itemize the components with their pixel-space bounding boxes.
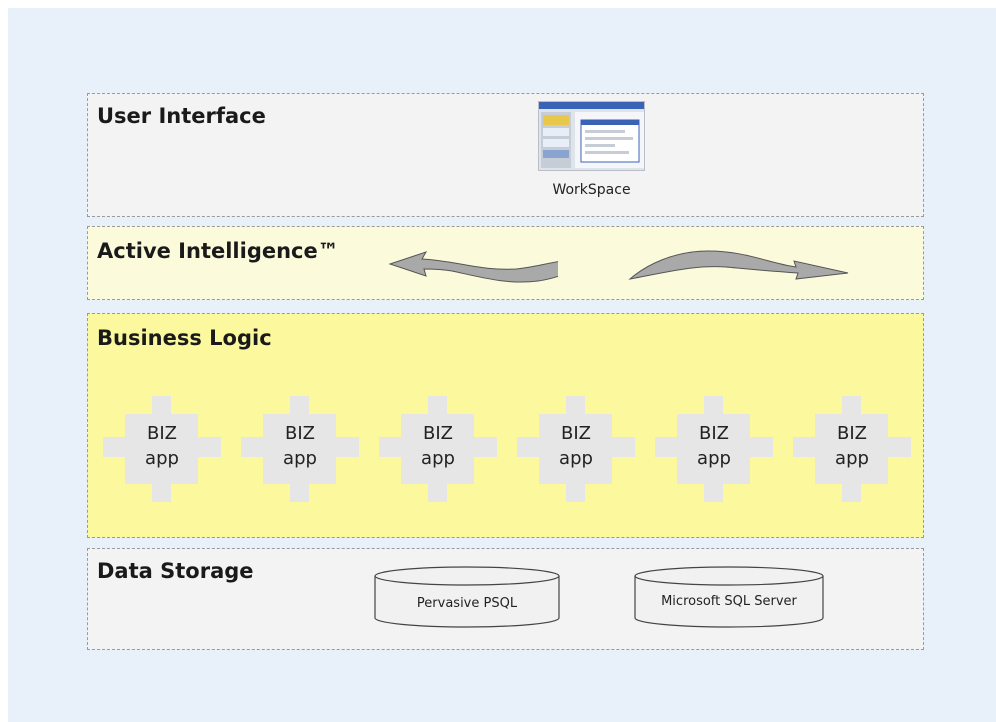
puzzle-piece-icon: [517, 396, 635, 502]
biz-app-puzzle: BIZ app: [379, 396, 497, 502]
data-storage-title: Data Storage: [97, 559, 254, 583]
biz-app-label-line2: app: [421, 448, 455, 469]
biz-app-puzzle: BIZ app: [103, 396, 221, 502]
puzzle-piece-icon: [655, 396, 773, 502]
microsoft-sql-server-database: Microsoft SQL Server: [634, 566, 824, 628]
active-intelligence-title: Active Intelligence™: [97, 239, 339, 263]
workspace-screenshot-icon: [538, 101, 645, 171]
user-interface-title: User Interface: [97, 104, 266, 128]
puzzle-piece-icon: [241, 396, 359, 502]
database-cylinder-icon: [374, 566, 560, 628]
right-curved-arrow-icon: [628, 250, 849, 280]
biz-app-label-line1: BIZ: [699, 423, 729, 444]
database-cylinder-icon: [634, 566, 824, 628]
biz-app-puzzle: BIZ app: [241, 396, 359, 502]
biz-app-label-line2: app: [559, 448, 593, 469]
database-label: Microsoft SQL Server: [661, 594, 797, 609]
biz-app-label-line1: BIZ: [147, 423, 177, 444]
biz-app-label-line1: BIZ: [561, 423, 591, 444]
biz-app-puzzle: BIZ app: [793, 396, 911, 502]
puzzle-piece-icon: [103, 396, 221, 502]
biz-app-label-line2: app: [697, 448, 731, 469]
pervasive-psql-database: Pervasive PSQL: [374, 566, 560, 628]
active-intelligence-layer: Active Intelligence™: [87, 226, 924, 300]
data-storage-layer: Data Storage Pervasive PSQL Microsoft SQ…: [87, 548, 924, 650]
business-logic-title: Business Logic: [97, 326, 272, 350]
biz-app-puzzle: BIZ app: [655, 396, 773, 502]
biz-app-label-line1: BIZ: [285, 423, 315, 444]
biz-app-puzzle: BIZ app: [517, 396, 635, 502]
puzzle-piece-icon: [793, 396, 911, 502]
business-logic-layer: Business Logic BIZ app BIZ app BIZ app B…: [87, 313, 924, 538]
left-curved-arrow-icon: [388, 251, 558, 283]
workspace-label: WorkSpace: [552, 182, 631, 198]
database-label: Pervasive PSQL: [416, 596, 518, 611]
biz-app-label-line2: app: [283, 448, 317, 469]
biz-app-label-line2: app: [145, 448, 179, 469]
puzzle-piece-icon: [379, 396, 497, 502]
biz-app-label-line1: BIZ: [423, 423, 453, 444]
biz-app-label-line1: BIZ: [837, 423, 867, 444]
user-interface-layer: User Interface WorkSpace: [87, 93, 924, 217]
biz-app-label-line2: app: [835, 448, 869, 469]
